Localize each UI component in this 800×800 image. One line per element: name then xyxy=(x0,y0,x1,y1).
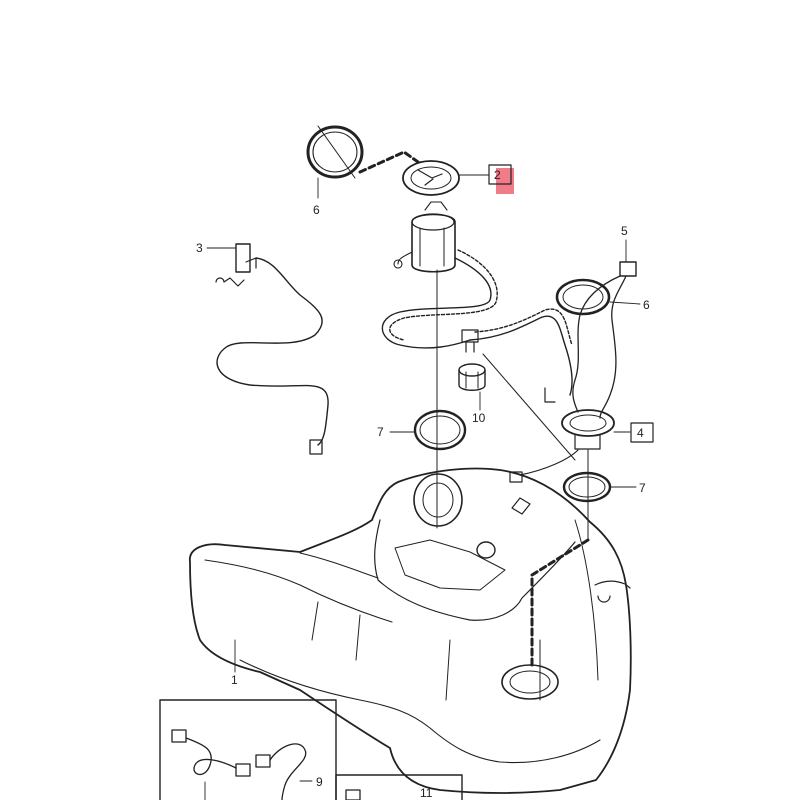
assembly-guide-lines xyxy=(436,269,590,667)
callout-6-top-left: 6 xyxy=(313,203,320,217)
callout-10: 10 xyxy=(472,411,486,425)
seal-ring-top-left xyxy=(306,125,364,199)
fuel-line-hose xyxy=(381,249,573,403)
callout-box-4 xyxy=(630,422,654,443)
callout-7-left: 7 xyxy=(377,425,384,439)
callout-9: 9 xyxy=(316,775,323,789)
callout-11: 11 xyxy=(420,786,433,800)
callout-2: 2 xyxy=(494,168,501,182)
seal-ring-7-left xyxy=(389,409,467,451)
callout-4: 4 xyxy=(637,426,644,440)
callout-3: 3 xyxy=(196,241,203,255)
fuel-pump-assembly xyxy=(358,150,460,273)
callout-1: 1 xyxy=(231,673,238,687)
callout-box-2 xyxy=(488,164,512,185)
level-sender-assembly xyxy=(509,239,637,483)
callout-5: 5 xyxy=(621,224,628,238)
inset-harness-box xyxy=(159,699,463,800)
seal-ring-7-right xyxy=(562,471,637,503)
seal-ring-right xyxy=(555,278,641,316)
wiring-harness-left xyxy=(215,243,329,455)
hose-connector xyxy=(458,363,486,411)
callout-7-right: 7 xyxy=(639,481,646,495)
highlight-marker xyxy=(496,168,514,194)
callout-6-right: 6 xyxy=(643,298,650,312)
fuel-tank xyxy=(189,467,632,794)
